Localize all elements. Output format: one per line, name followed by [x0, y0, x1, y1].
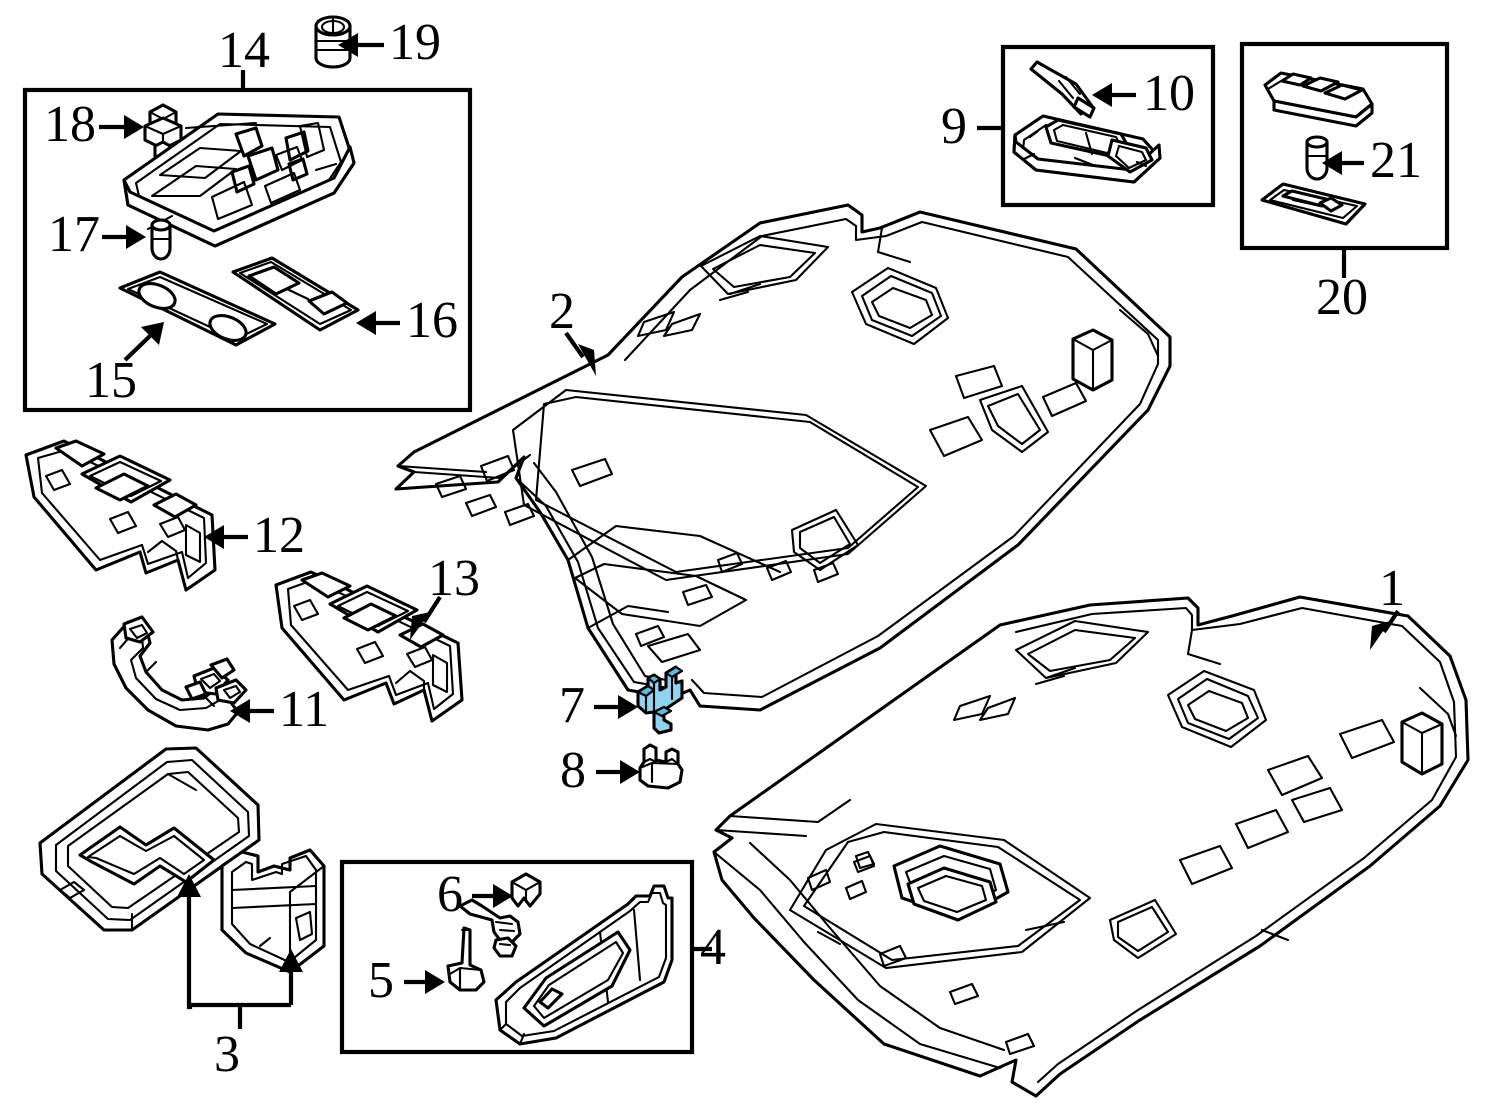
part-room-lamp-assembly[interactable]	[1263, 71, 1374, 128]
part-overhead-console-bracket[interactable]	[220, 848, 326, 974]
part-map-lamp-bulb[interactable]	[1029, 60, 1096, 119]
leader-17	[102, 225, 146, 249]
part-overhead-lamp-assembly[interactable]	[122, 112, 356, 248]
callout-label-18[interactable]: 18	[44, 96, 96, 153]
part-visor-support-hook[interactable]	[446, 926, 486, 992]
leader-5	[404, 970, 445, 994]
part-headliner-retainer-clip[interactable]	[636, 665, 684, 735]
callout-label-17[interactable]: 17	[48, 206, 100, 263]
part-assist-grip-handle[interactable]	[110, 615, 248, 732]
part-assist-grip-cover-front[interactable]	[24, 439, 217, 592]
callout-label-14[interactable]: 14	[218, 22, 270, 79]
leader-7	[594, 695, 638, 719]
leader-8	[596, 760, 640, 784]
callout-label-12[interactable]: 12	[253, 507, 305, 564]
callout-label-5[interactable]: 5	[368, 952, 394, 1009]
part-assist-grip-cover-rear[interactable]	[274, 570, 464, 723]
part-map-lamp-assembly[interactable]	[1012, 114, 1162, 184]
leader-13	[410, 595, 442, 640]
callout-label-11[interactable]: 11	[279, 681, 330, 738]
callout-label-13[interactable]: 13	[428, 550, 480, 607]
part-lamp-lens-oval[interactable]	[118, 270, 277, 347]
callout-label-1[interactable]: 1	[1379, 560, 1405, 617]
part-headliner-rear-roof-trim[interactable]	[712, 595, 1470, 1098]
callout-label-3[interactable]: 3	[214, 1026, 240, 1083]
callout-label-19[interactable]: 19	[389, 14, 441, 71]
part-visor-pivot-bracket[interactable]	[458, 898, 522, 958]
part-room-lamp-lens[interactable]	[1260, 182, 1367, 226]
part-lamp-socket-bushing[interactable]	[314, 15, 352, 69]
leader-16	[356, 311, 400, 335]
leader-1	[1370, 609, 1400, 650]
leader-21	[1322, 151, 1364, 175]
callout-label-20[interactable]: 20	[1316, 269, 1368, 326]
leader-3	[177, 874, 303, 1029]
callout-label-6[interactable]: 6	[437, 866, 463, 923]
callout-label-9[interactable]: 9	[941, 98, 967, 155]
part-sun-visor[interactable]	[494, 884, 674, 1046]
callout-label-10[interactable]: 10	[1143, 65, 1195, 122]
part-lamp-bulb-cylindrical[interactable]	[150, 218, 172, 261]
leader-11	[230, 699, 274, 723]
leader-2	[564, 331, 596, 376]
callout-label-8[interactable]: 8	[560, 742, 586, 799]
part-headliner-front-roof-trim[interactable]	[394, 203, 1172, 712]
part-overhead-console-tray[interactable]	[38, 746, 261, 932]
part-lamp-lens-rectangular[interactable]	[231, 256, 360, 332]
leader-15	[123, 322, 164, 362]
leader-10	[1092, 83, 1136, 107]
leader-19	[338, 33, 384, 57]
leader-12	[204, 525, 248, 549]
callout-label-4[interactable]: 4	[700, 919, 726, 976]
part-room-lamp-bulb[interactable]	[1305, 135, 1329, 181]
callout-label-21[interactable]: 21	[1370, 132, 1422, 189]
part-visor-retainer-clip[interactable]	[510, 872, 542, 908]
part-headliner-grommet-clip[interactable]	[638, 743, 684, 790]
leader-6	[472, 884, 513, 908]
callout-label-2[interactable]: 2	[549, 283, 575, 340]
callout-label-16[interactable]: 16	[406, 292, 458, 349]
leader-18	[99, 115, 144, 139]
callout-label-15[interactable]: 15	[85, 352, 137, 409]
callout-label-7[interactable]: 7	[559, 677, 585, 734]
